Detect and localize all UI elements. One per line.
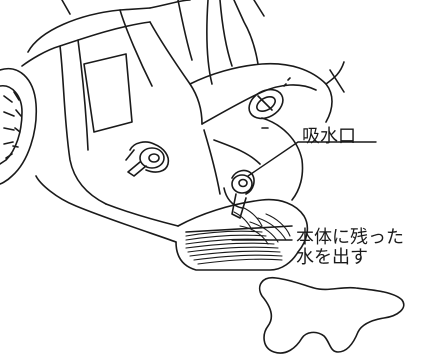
- intake-leader-line: [247, 141, 377, 177]
- drain-label-line2: 水を出す: [296, 247, 368, 269]
- water-puddle: [258, 276, 405, 354]
- side-valve: [125, 141, 170, 177]
- intake-label: 吸水口: [302, 126, 356, 147]
- drain-label-line1: 本体に残った: [296, 227, 404, 248]
- wheel-left: [0, 67, 38, 185]
- callout-leaders: [231, 141, 377, 241]
- upper-frame: [61, 0, 265, 85]
- water-flow-hatching: [185, 207, 291, 265]
- drain-label: 本体に残った 水を出す: [296, 227, 404, 269]
- machine-housing: [21, 7, 299, 271]
- control-panel: [189, 61, 345, 129]
